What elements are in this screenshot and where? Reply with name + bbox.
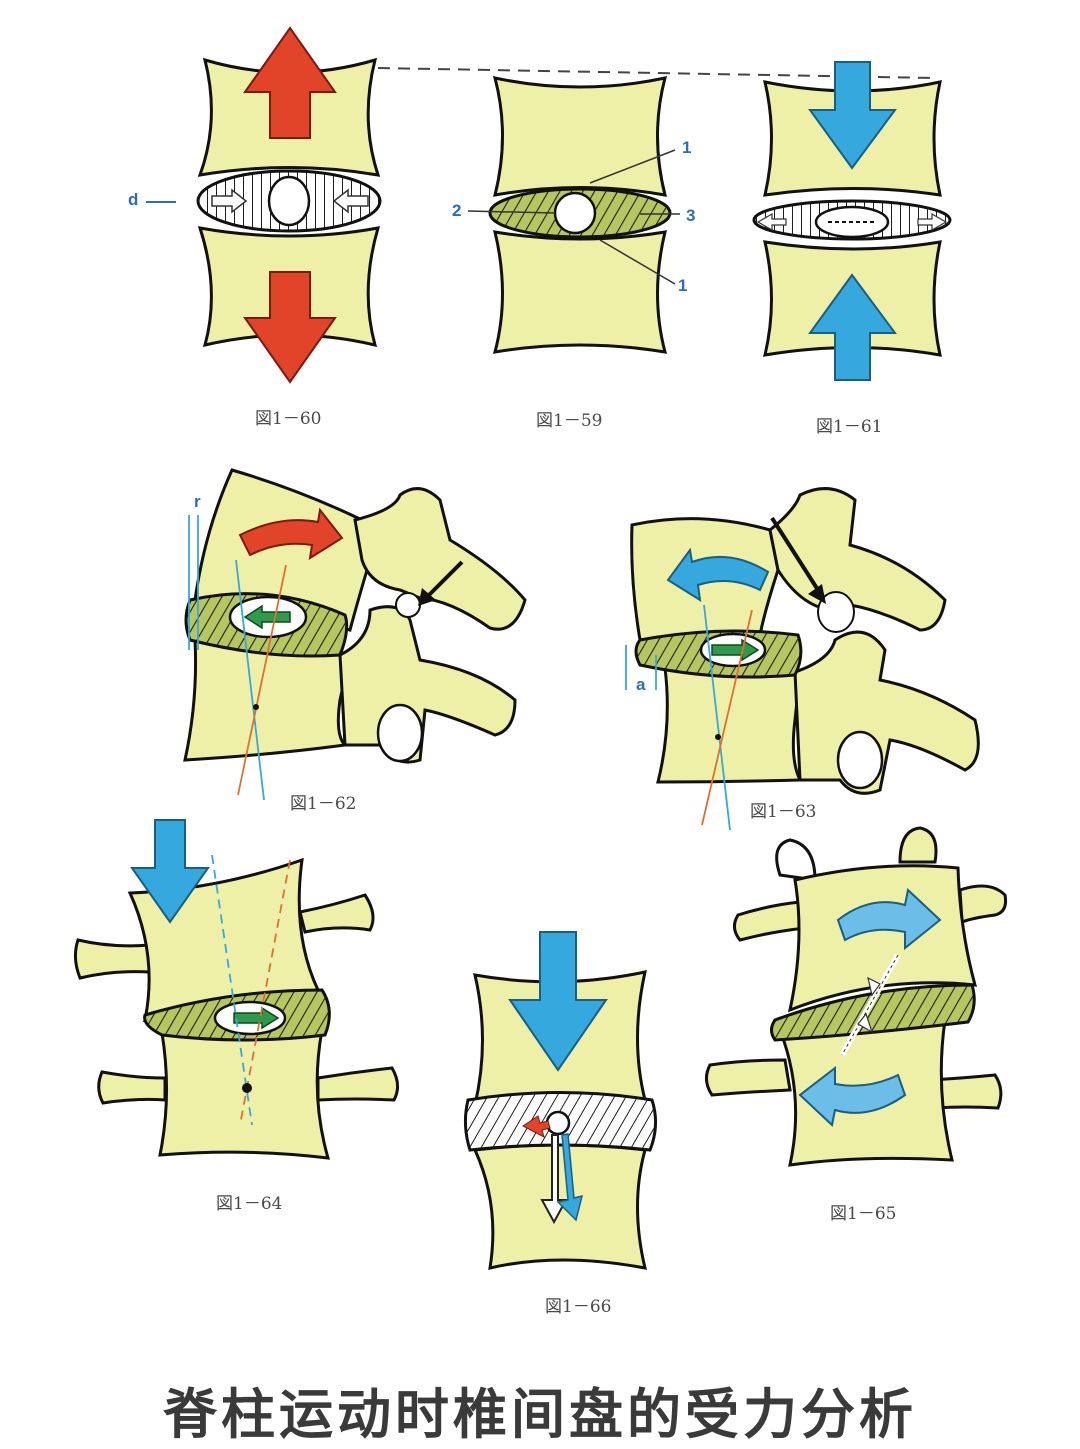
vertebra-lower-process [795, 632, 978, 793]
vertebra-upper [495, 78, 665, 195]
figure-1-62 [185, 470, 525, 800]
label-3: 3 [686, 206, 695, 226]
load-point [547, 1112, 569, 1134]
caption-fig-1-66: 図1－66 [545, 1292, 611, 1317]
transverse-process-upper-right [300, 895, 373, 932]
vertebra-lower [160, 1030, 328, 1158]
transverse-process-upper-left [734, 902, 805, 940]
spinous-ring-right [900, 828, 936, 862]
figure-1-64 [75, 820, 397, 1158]
transverse-process-lower-right [318, 1068, 398, 1100]
transverse-process-upper-right [960, 886, 1006, 922]
pedicle-hole [378, 705, 422, 761]
label-1-bottom: 1 [678, 276, 687, 296]
transverse-process-lower-left [99, 1072, 165, 1103]
caption-fig-1-63: 図1－63 [750, 797, 816, 822]
caption-fig-1-60: 図1－60 [255, 404, 321, 429]
label-r: r [194, 492, 201, 512]
label-d: d [128, 190, 138, 210]
figure-1-61 [754, 62, 950, 380]
figure-1-65 [706, 828, 1005, 1165]
caption-fig-1-65: 図1－65 [830, 1199, 896, 1224]
nucleus-pulposus [269, 177, 309, 225]
transverse-process-lower-left [706, 1060, 790, 1095]
rotation-center [715, 734, 721, 740]
label-1-top: 1 [682, 138, 691, 158]
vertebra-lower-process [340, 607, 515, 762]
figure-1-63 [626, 489, 978, 830]
rotation-center [242, 1083, 252, 1093]
figure-1-60 [146, 28, 380, 382]
caption-fig-1-61: 図1－61 [816, 412, 882, 437]
figure-1-66 [465, 932, 655, 1268]
pedicle-hole [838, 732, 882, 788]
rotation-center [253, 704, 259, 710]
nucleus-pulposus [555, 193, 595, 233]
transverse-process-upper-left [75, 940, 150, 978]
spinous-ring-left [777, 840, 815, 880]
vertebra-lower [495, 232, 665, 352]
caption-fig-1-64: 図1－64 [216, 1189, 282, 1214]
label-2: 2 [452, 201, 461, 221]
label-a: a [636, 675, 645, 695]
caption-fig-1-62: 図1－62 [290, 789, 356, 814]
caption-fig-1-59: 図1－59 [536, 406, 602, 431]
figure-1-59 [468, 78, 680, 352]
vertebra-lower-body [658, 668, 800, 782]
facet-joint [396, 593, 420, 617]
page-title: 脊柱运动时椎间盘的受力分析 [0, 1370, 1080, 1449]
